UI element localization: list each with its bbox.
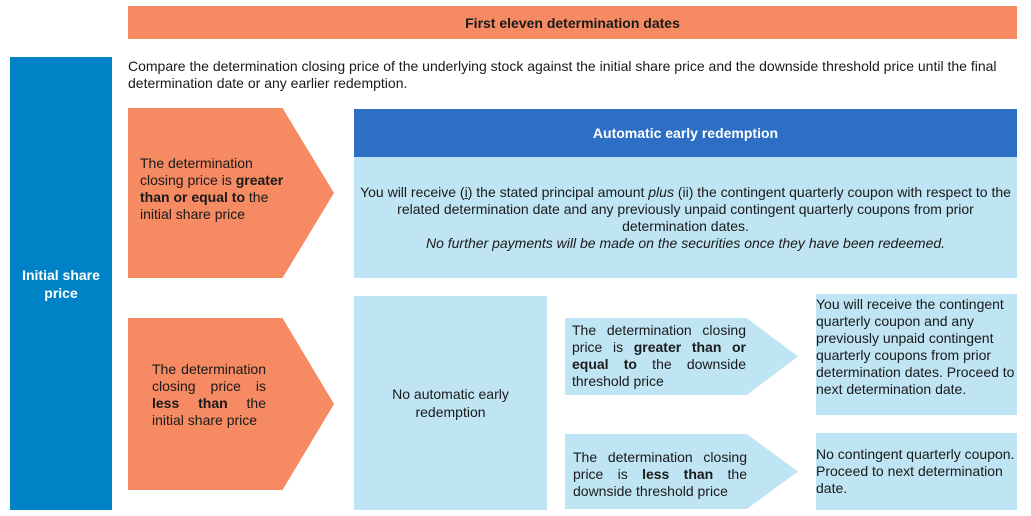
sub-less-threshold-text: The determination closing price is less … (573, 449, 747, 500)
automatic-redemption-title: Automatic early redemption (592, 125, 779, 141)
initial-share-price-label: Initial share price (22, 266, 100, 301)
redemption-line1-b: ) the stated principal amount (467, 183, 649, 200)
chevron-greater-threshold (565, 318, 798, 395)
no-automatic-redemption-box: No automatic early redemption (354, 296, 547, 510)
branch-less-post: the initial share price (152, 395, 266, 428)
chevron-less-threshold (565, 434, 798, 509)
redemption-line1-i: i (464, 183, 468, 200)
initial-share-price-bar: Initial share price (10, 57, 112, 510)
branch-greater-pre: The determination closing price is (140, 155, 253, 188)
branch-greater-post: the initial share price (140, 189, 269, 222)
sub-greater-bold: greater than or equal to (572, 339, 746, 372)
redemption-line1-c: (ii) the contingent quarterly coupon wit… (397, 183, 1011, 234)
sub-less-bold: less than (642, 466, 714, 482)
redemption-box: You will receive (i) the stated principa… (354, 157, 1017, 278)
intro-text: Compare the determination closing price … (128, 58, 997, 91)
redemption-line1: You will receive (i) the stated principa… (358, 184, 1013, 235)
redemption-line1-a: You will receive ( (360, 183, 465, 200)
result-less-text: No contingent quarterly coupon. Proceed … (816, 446, 1015, 496)
chevron-greater-initial (128, 108, 334, 278)
header-first-eleven-dates: First eleven determination dates (128, 6, 1017, 39)
branch-greater-initial-text: The determination closing price is great… (140, 155, 290, 223)
result-less-box (816, 433, 1017, 510)
redemption-line1-plus: plus (648, 183, 674, 200)
header-title: First eleven determination dates (465, 14, 680, 31)
branch-less-bold: less than (152, 395, 228, 411)
result-greater-box (816, 294, 1017, 415)
sub-greater-post: the downside threshold price (572, 356, 746, 389)
branch-less-initial-text: The determination closing price is less … (152, 361, 266, 429)
redemption-line2-text: No further payments will be made on the … (425, 234, 946, 251)
sub-less-pre: The determination closing price is (573, 449, 747, 482)
sub-less-post: the downside threshold price (573, 466, 747, 499)
branch-less-pre: The determination closing price is (152, 361, 266, 394)
branch-greater-bold: greater than or equal to (140, 172, 284, 205)
sub-greater-threshold-text: The determination closing price is great… (572, 322, 746, 390)
chevron-less-initial (128, 318, 334, 490)
result-greater-text: You will receive the contingent quarterl… (816, 296, 1015, 397)
sub-greater-pre: The determination closing price is (572, 322, 746, 355)
redemption-line2: No further payments will be made on the … (426, 235, 945, 252)
automatic-redemption-header: Automatic early redemption (354, 109, 1017, 157)
no-automatic-redemption-text: No automatic early redemption (392, 386, 509, 420)
